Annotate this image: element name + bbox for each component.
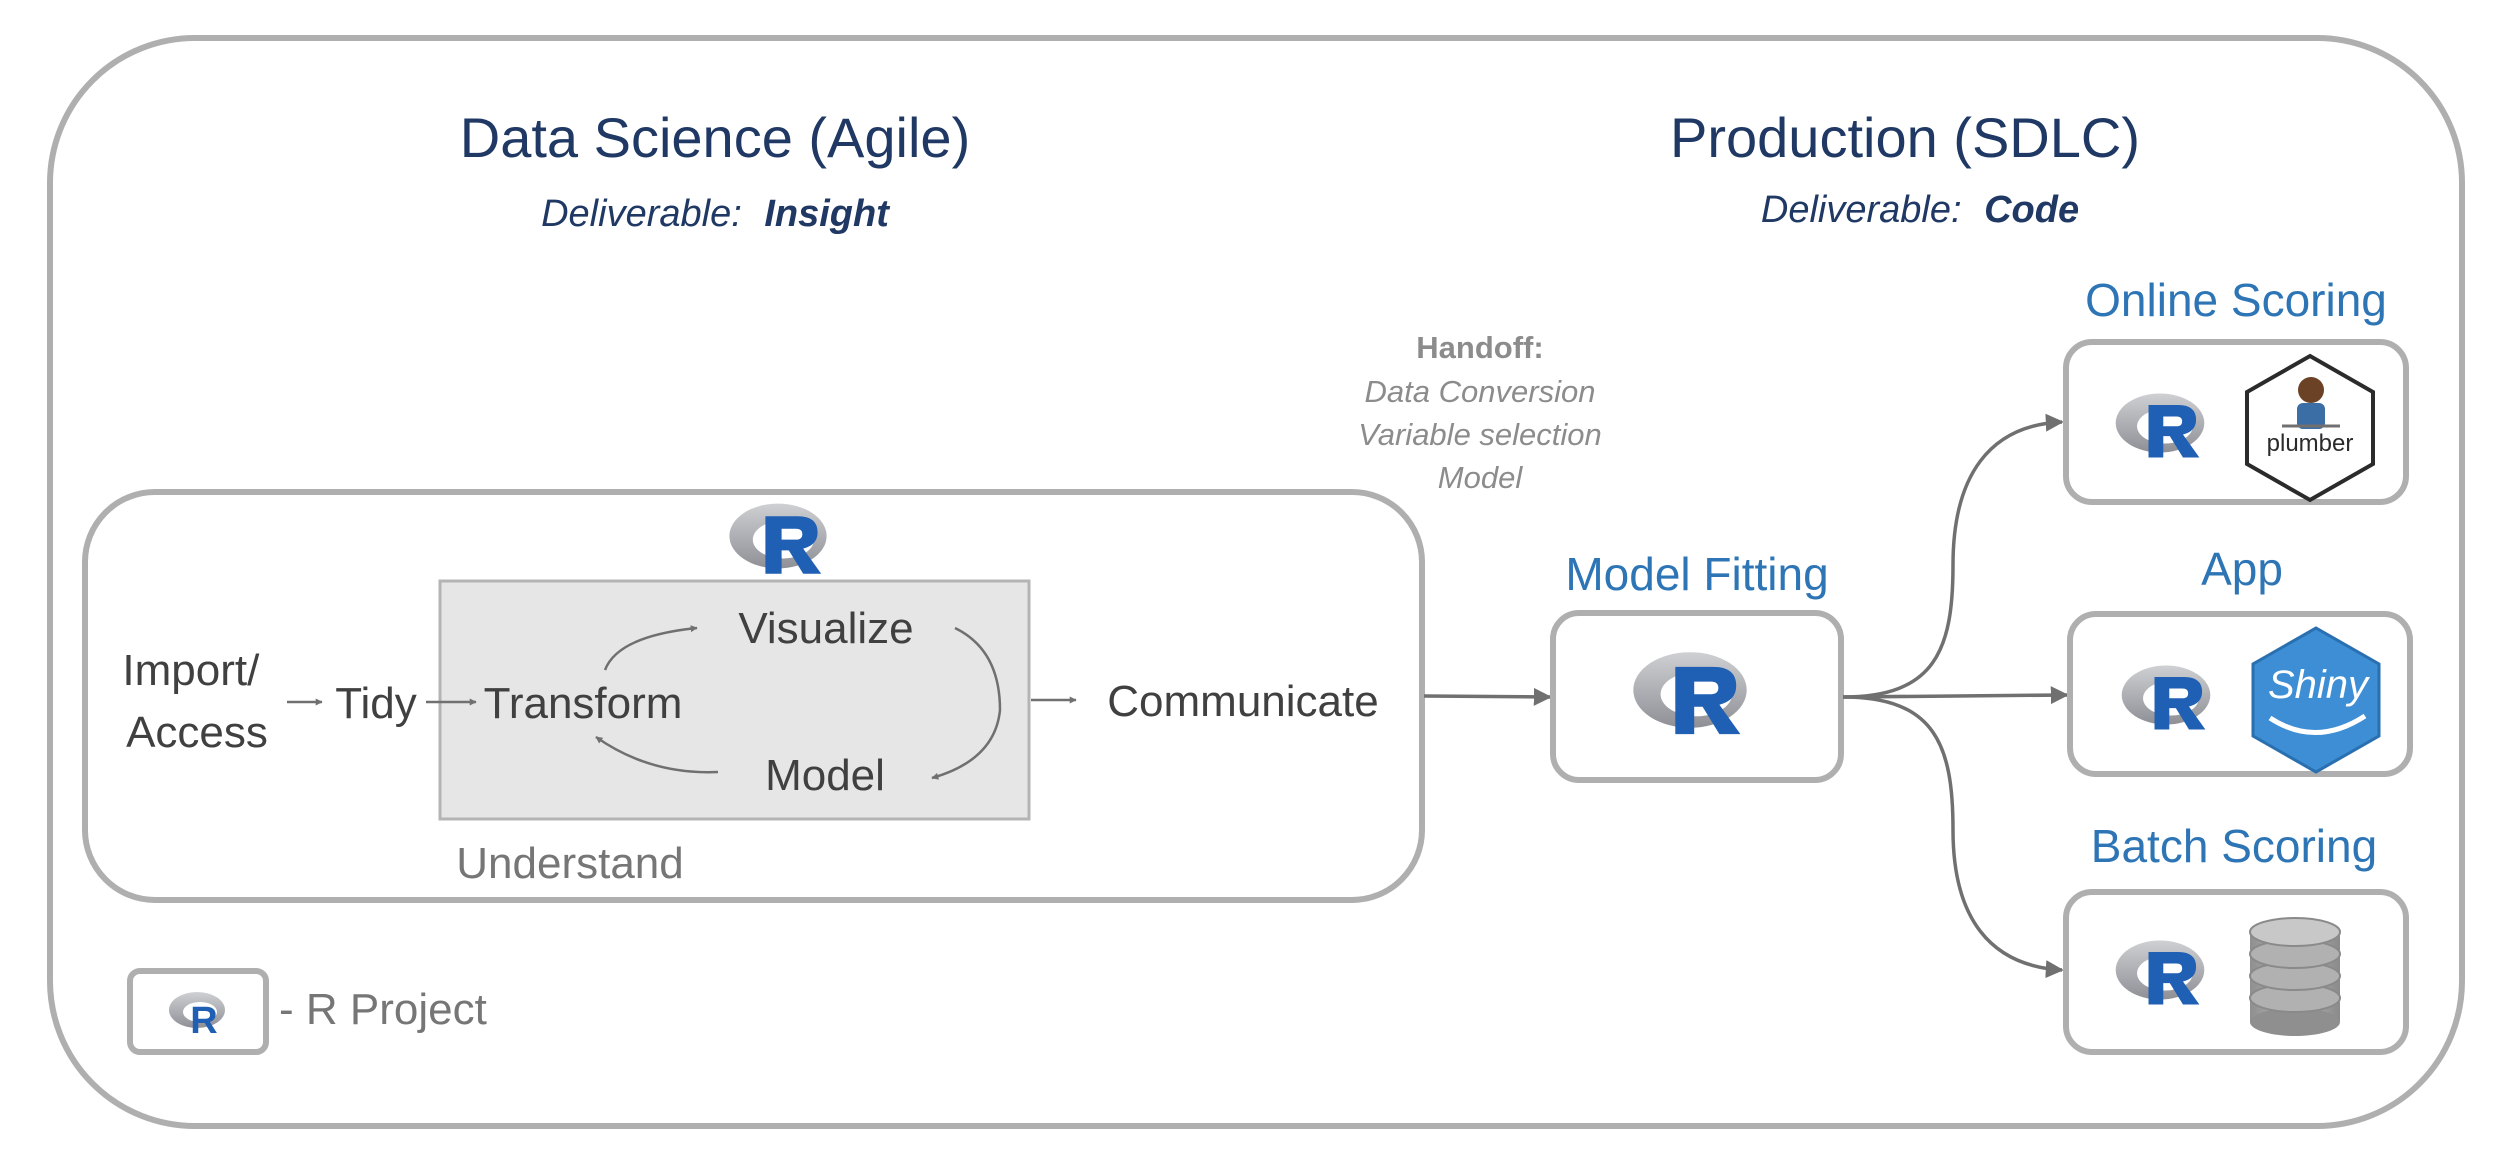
data-science-title: Data Science (Agile) [460, 106, 970, 169]
visualize-to-model-arrow [931, 626, 1002, 780]
handoff-title: Handoff: [1416, 330, 1543, 365]
to-app-arrow [1842, 686, 2069, 705]
model-to-transform-arrow [595, 735, 719, 774]
plumber-hex-icon: plumber [2245, 353, 2375, 503]
app-label: App [2201, 543, 2283, 595]
production-deliverable: Deliverable: Code [1761, 189, 2079, 231]
to-online-scoring-arrow [1842, 413, 2064, 699]
deliverable-label: Deliverable: [1761, 189, 1962, 231]
understand-box [438, 579, 1031, 821]
transform-to-visualize-arrow [603, 625, 698, 671]
shiny-hex-icon: Shiny [2251, 626, 2381, 774]
legend-r-project-label: - R Project [279, 985, 487, 1034]
access-label: Access [126, 708, 268, 757]
tidy-label: Tidy [335, 679, 417, 728]
legend-r-logo-icon: R [169, 992, 225, 1042]
database-icon [2249, 917, 2341, 1036]
communicate-label: Communicate [1107, 677, 1378, 726]
handoff-item: Model [1438, 460, 1524, 495]
shiny-wordmark: Shiny [2268, 663, 2371, 707]
transform-label: Transform [484, 679, 683, 728]
import-label: Import/ [122, 646, 260, 695]
handoff-item: Data Conversion [1365, 374, 1596, 409]
deliverable-value: Insight [764, 193, 890, 235]
batch-scoring-label: Batch Scoring [2091, 820, 2377, 872]
to-batch-scoring-arrow [1842, 695, 2064, 979]
legend-r-letter: R [190, 1000, 217, 1042]
data-science-deliverable: Deliverable: Insight [541, 193, 890, 235]
deliverable-value: Code [1984, 189, 2079, 231]
deliverable-label: Deliverable: [541, 193, 742, 235]
handoff-item: Variable selection [1358, 417, 1602, 452]
plumber-wordmark: plumber [2267, 430, 2354, 457]
online-scoring-label: Online Scoring [2085, 274, 2387, 326]
handoff-arrow [1423, 687, 1552, 706]
understand-label: Understand [456, 839, 683, 888]
model-fitting-label: Model Fitting [1565, 548, 1828, 600]
import-access-label: Import/ Access [122, 646, 271, 757]
model-label: Model [765, 751, 885, 800]
production-title: Production (SDLC) [1670, 106, 2140, 169]
visualize-label: Visualize [738, 604, 913, 653]
